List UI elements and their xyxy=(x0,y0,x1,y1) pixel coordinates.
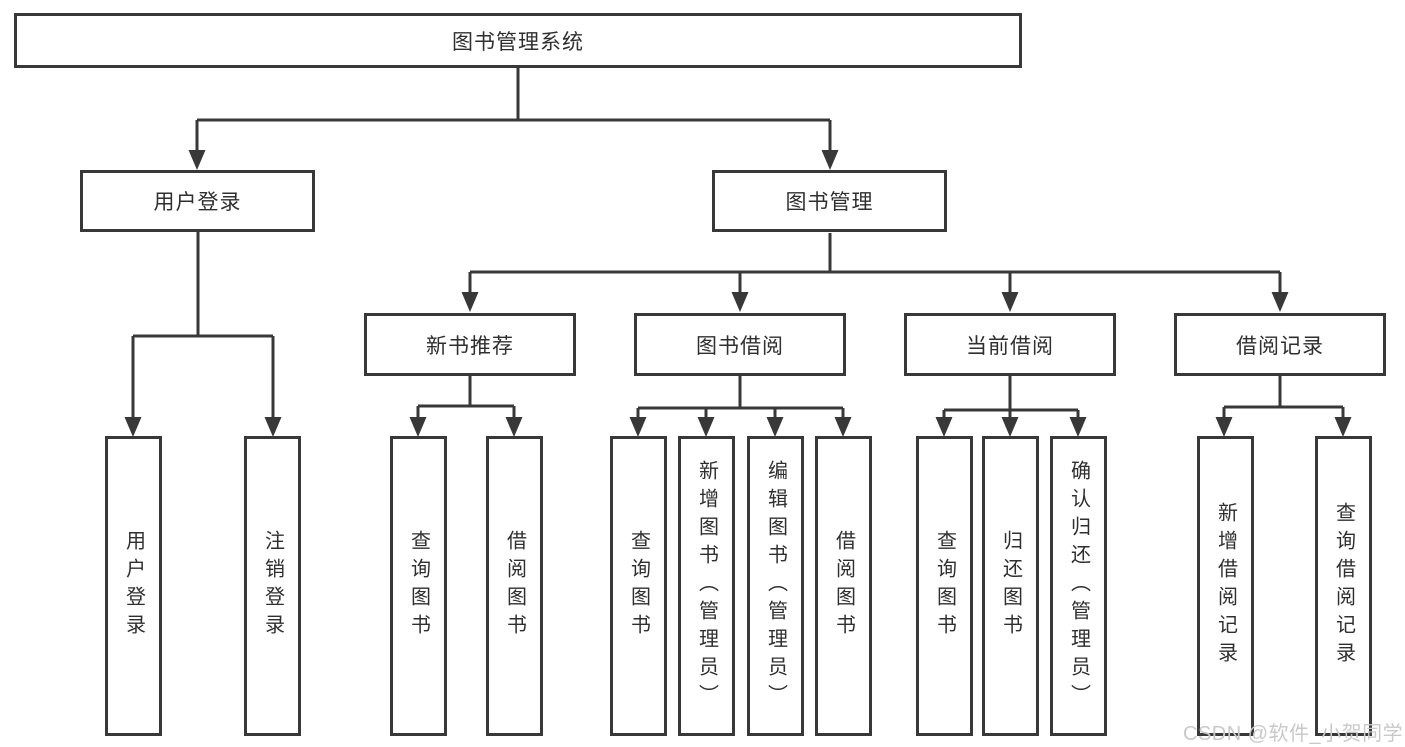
leaf-query-books-current: 查询图书 xyxy=(916,436,973,736)
leaf-confirm-return-admin: 确认归还（管理员） xyxy=(1050,436,1107,736)
leaf-query-books-borrow-label: 查询图书 xyxy=(627,530,650,642)
leaf-edit-books-admin-label: 编辑图书（管理员） xyxy=(764,460,787,712)
leaf-query-books-recommend: 查询图书 xyxy=(390,436,447,736)
leaf-add-borrow-record-label: 新增借阅记录 xyxy=(1214,502,1237,670)
leaf-user-login-label: 用户登录 xyxy=(122,530,145,642)
node-book-borrow: 图书借阅 xyxy=(634,313,846,376)
leaf-borrow-books-recommend-label: 借阅图书 xyxy=(503,530,526,642)
leaf-query-books-current-label: 查询图书 xyxy=(933,530,956,642)
node-borrow-records: 借阅记录 xyxy=(1174,313,1386,376)
node-book-management: 图书管理 xyxy=(712,170,947,232)
leaf-logout-label: 注销登录 xyxy=(261,530,284,642)
csdn-watermark: CSDN @软件_小贺同学 xyxy=(1183,723,1404,745)
leaf-confirm-return-admin-label: 确认归还（管理员） xyxy=(1067,460,1090,712)
leaf-borrow-books-recommend: 借阅图书 xyxy=(486,436,543,736)
leaf-borrow-books-label: 借阅图书 xyxy=(832,530,855,642)
leaf-borrow-books: 借阅图书 xyxy=(815,436,872,736)
leaf-return-books: 归还图书 xyxy=(982,436,1039,736)
leaf-add-books-admin: 新增图书（管理员） xyxy=(678,436,735,736)
leaf-query-borrow-record-label: 查询借阅记录 xyxy=(1332,502,1355,670)
leaf-query-books-recommend-label: 查询图书 xyxy=(407,530,430,642)
leaf-add-borrow-record: 新增借阅记录 xyxy=(1197,436,1254,736)
leaf-logout: 注销登录 xyxy=(244,436,301,736)
leaf-edit-books-admin: 编辑图书（管理员） xyxy=(747,436,804,736)
leaf-add-books-admin-label: 新增图书（管理员） xyxy=(695,460,718,712)
arrowheads xyxy=(124,150,1352,437)
node-user-login: 用户登录 xyxy=(80,170,315,232)
leaf-query-books-borrow: 查询图书 xyxy=(610,436,667,736)
leaf-query-borrow-record: 查询借阅记录 xyxy=(1315,436,1372,736)
node-current-borrow: 当前借阅 xyxy=(904,313,1116,376)
leaf-return-books-label: 归还图书 xyxy=(999,530,1022,642)
leaf-user-login: 用户登录 xyxy=(105,436,162,736)
node-library-management-system: 图书管理系统 xyxy=(14,13,1022,68)
node-new-book-recommend: 新书推荐 xyxy=(364,313,576,376)
